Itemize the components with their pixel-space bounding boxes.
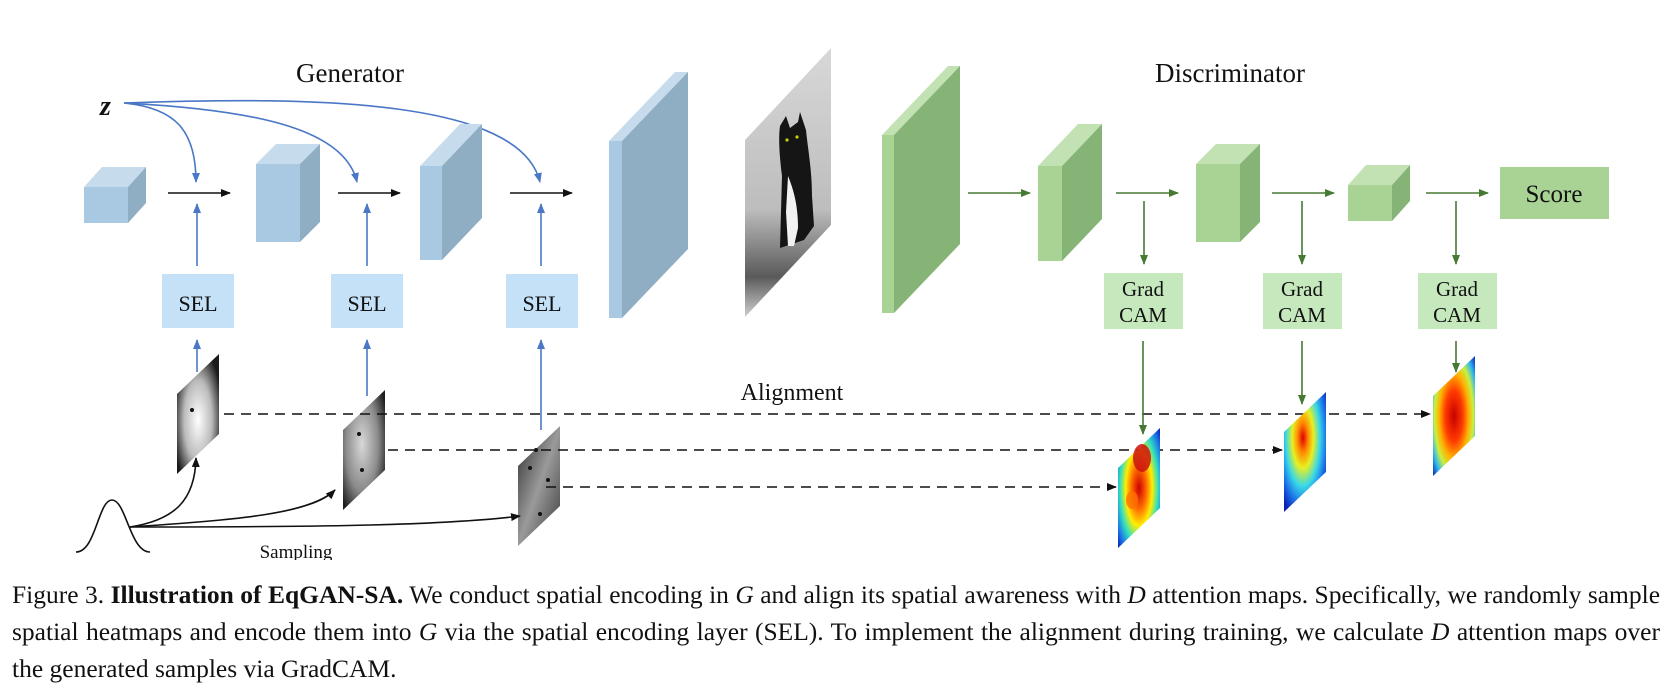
heatmap-to-sel-arrows (193, 339, 545, 430)
sel-label-3: SEL (522, 291, 561, 316)
z-arrow-3 (123, 99, 542, 183)
caption-math-d-1: D (1127, 580, 1146, 609)
caption-math-g-2: G (418, 617, 438, 646)
discriminator-block-2 (1038, 124, 1102, 261)
sampling-arrows (129, 457, 521, 528)
sel-box-2: SEL (331, 274, 403, 328)
attention-map-2 (1284, 392, 1326, 512)
z-latent-label: z (99, 91, 111, 122)
attention-map-3 (1433, 356, 1475, 476)
discriminator-block-4 (1348, 165, 1410, 221)
z-arrow-1 (123, 102, 200, 183)
generator-block-4 (609, 72, 688, 318)
discriminator-block-3 (1196, 144, 1260, 242)
generator-block-3 (420, 124, 482, 260)
gradcam-label-1-line1: Grad (1122, 277, 1164, 301)
alignment-lines (224, 410, 1431, 491)
sel-box-3: SEL (506, 274, 578, 328)
z-injection-arrows (123, 99, 542, 183)
generator-block-2 (256, 144, 320, 242)
caption-title: Illustration of EqGAN-SA. (110, 580, 404, 609)
eqgan-sa-diagram: Generator Discriminator z SEL SEL (75, 48, 1609, 560)
caption-math-g-1: G (735, 580, 754, 609)
gradcam-box-2: Grad CAM (1263, 273, 1342, 329)
attention-map-1 (1118, 428, 1160, 548)
alignment-label: Alignment (741, 380, 844, 406)
sampled-heatmap-3 (518, 426, 560, 546)
sampled-heatmap-2 (343, 390, 385, 510)
gaussian-curve (75, 499, 151, 553)
discriminator-title: Discriminator (1155, 58, 1305, 88)
caption-text-1: We conduct spatial encoding in (409, 580, 729, 609)
gradcam-label-1-line2: CAM (1119, 303, 1167, 327)
gradcam-label-3-line2: CAM (1433, 303, 1481, 327)
caption-text-3: attention maps. Specifically, we randoml… (12, 580, 1661, 646)
gradcam-label-2-line1: Grad (1281, 277, 1323, 301)
z-arrow-2 (123, 102, 359, 183)
caption-text-4: via the spatial encoding layer (SEL). To… (444, 617, 1424, 646)
gradcam-label-3-line1: Grad (1436, 277, 1478, 301)
sel-to-generator-arrows (193, 203, 545, 266)
caption-text-2: and align its spatial awareness with (760, 580, 1121, 609)
generated-image (745, 48, 831, 317)
generator-title: Generator (296, 58, 404, 88)
figure-caption: Figure 3. Illustration of EqGAN-SA. We c… (12, 576, 1660, 687)
discriminator-block-1 (882, 66, 960, 313)
sel-label-2: SEL (347, 291, 386, 316)
figure-label: Figure 3. (12, 580, 105, 609)
sampling-label: Sampling (260, 542, 333, 560)
gradcam-box-3: Grad CAM (1418, 273, 1497, 329)
gradcam-box-1: Grad CAM (1104, 273, 1183, 329)
gradcam-label-2-line2: CAM (1278, 303, 1326, 327)
generator-block-1 (84, 167, 146, 223)
sel-box-1: SEL (162, 274, 234, 328)
sel-label-1: SEL (178, 291, 217, 316)
score-box: Score (1500, 167, 1609, 219)
caption-math-d-2: D (1431, 617, 1450, 646)
gradcam-to-attention-arrows (1139, 341, 1460, 435)
caption-text-5: attention maps over the generated sample… (12, 617, 1660, 683)
block-to-gradcam-arrows (1140, 201, 1460, 265)
score-label: Score (1526, 181, 1583, 208)
sampled-heatmap-1 (177, 354, 219, 474)
